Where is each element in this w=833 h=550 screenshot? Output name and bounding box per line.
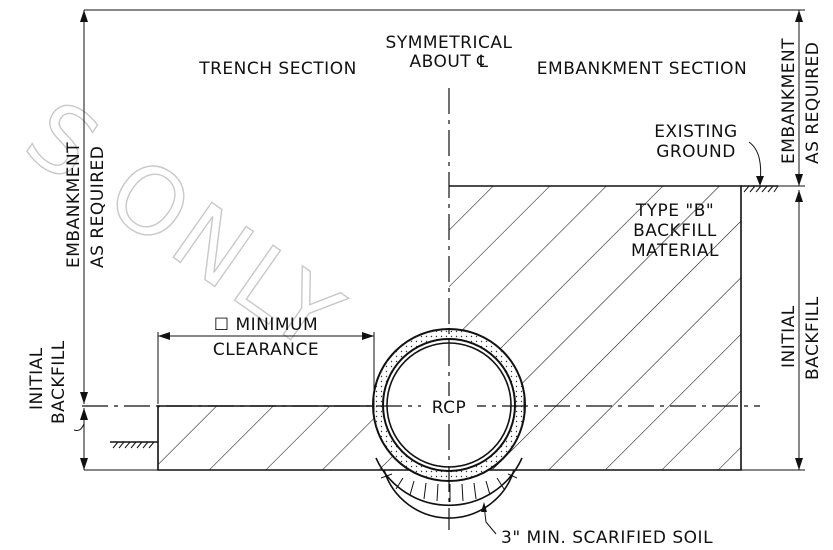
right-initial-backfill-label-line1: INITIAL [779,305,799,368]
min-clearance-label-line1: ☐ MINIMUM [214,315,318,335]
left-initial-backfill-label-line1: INITIAL [27,347,47,410]
left-initial-backfill-dimension [80,408,88,470]
right-initial-backfill-dimension [795,190,803,470]
type-b-label-line3: MATERIAL [631,241,719,261]
existing-ground-label-line2: GROUND [656,142,736,162]
symmetrical-label-line1: SYMMETRICAL [386,33,513,53]
right-initial-backfill-label-line2: BACKFILL [803,296,823,380]
minimum-clearance-dimension [157,332,375,404]
type-b-label-line1: TYPE "B" [635,201,714,221]
min-clearance-label-line2: CLEARANCE [213,340,319,360]
type-b-label-line2: BACKFILL [633,221,717,241]
left-embankment-dimension [80,10,88,404]
existing-ground-label-line1: EXISTING [654,122,737,142]
right-embankment-dimension [795,10,803,186]
right-embankment-label-line1: EMBANKMENT [779,38,799,164]
right-embankment-label-line2: AS REQUIRED [803,42,823,164]
left-initial-backfill-label-line2: BACKFILL [49,340,69,424]
left-initial-backfill-leader [73,423,85,431]
symmetrical-label-line2: ABOUT ℄ [409,52,488,72]
rcp-pipe [372,328,526,482]
existing-ground-symbol-left [110,441,158,449]
left-embankment-label-line2: AS REQUIRED [88,146,108,268]
rcp-label: RCP [432,398,467,418]
existing-ground-symbol-right [741,185,779,193]
left-embankment-label-line1: EMBANKMENT [64,142,84,268]
trench-section-label: TRENCH SECTION [198,59,357,79]
embankment-section-label: EMBANKMENT SECTION [537,59,747,79]
scarified-soil-label: 3" MIN. SCARIFIED SOIL [501,528,713,548]
